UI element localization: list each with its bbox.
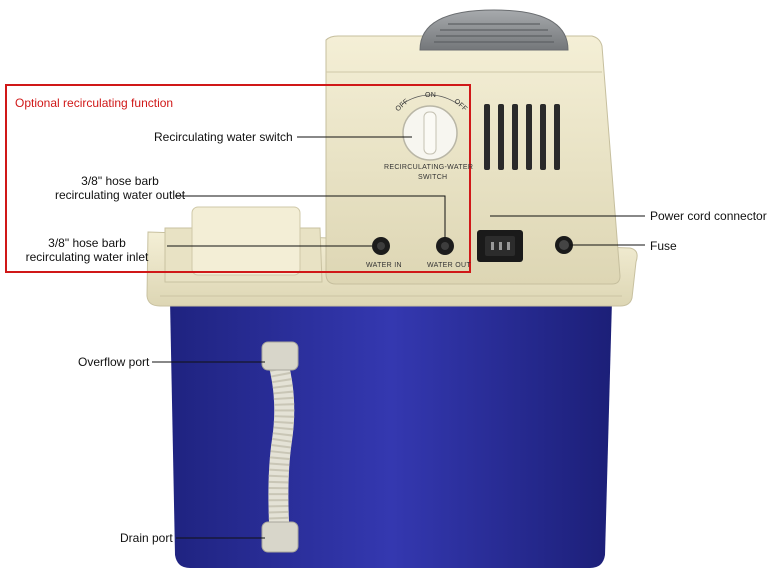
overflow-port-label: Overflow port — [78, 355, 150, 369]
switch-panel-label-1: RECIRCULATING-WATER — [384, 164, 474, 171]
outlet-label-line-1: 3/8" hose barb — [81, 174, 159, 188]
outlet-label-line-2: recirculating water outlet — [54, 188, 186, 202]
inlet-label-line-2: recirculating water inlet — [25, 250, 149, 264]
inlet-label: 3/8" hose barb recirculating water inlet — [6, 236, 168, 264]
power-cord-label: Power cord connector — [650, 209, 767, 223]
outlet-label: 3/8" hose barb recirculating water outle… — [40, 174, 200, 202]
water-out-panel-label: WATER OUT — [427, 262, 471, 269]
fuse-holder — [555, 236, 573, 254]
recirculating-callout-box — [5, 84, 471, 273]
water-in-panel-label: WATER IN — [366, 262, 402, 269]
callout-title: Optional recirculating function — [15, 96, 174, 110]
power-connector — [477, 230, 523, 262]
left-tray — [164, 206, 323, 283]
inlet-label-line-1: 3/8" hose barb — [48, 236, 126, 250]
fan-cover — [419, 9, 569, 51]
drain-port-label: Drain port — [120, 531, 173, 545]
water-out-port — [436, 237, 454, 255]
fuse-label: Fuse — [650, 239, 677, 253]
vent-slots — [484, 104, 560, 170]
switch-panel-label-2: SWITCH — [418, 174, 448, 181]
knob-on-text: ON — [425, 92, 437, 99]
reservoir-body — [170, 300, 612, 568]
water-in-port — [372, 237, 390, 255]
recirculating-knob — [401, 94, 459, 161]
drain-hose — [261, 341, 299, 553]
switch-label: Recirculating water switch — [154, 130, 293, 144]
main-housing — [325, 35, 621, 285]
leader-lines — [152, 136, 645, 539]
